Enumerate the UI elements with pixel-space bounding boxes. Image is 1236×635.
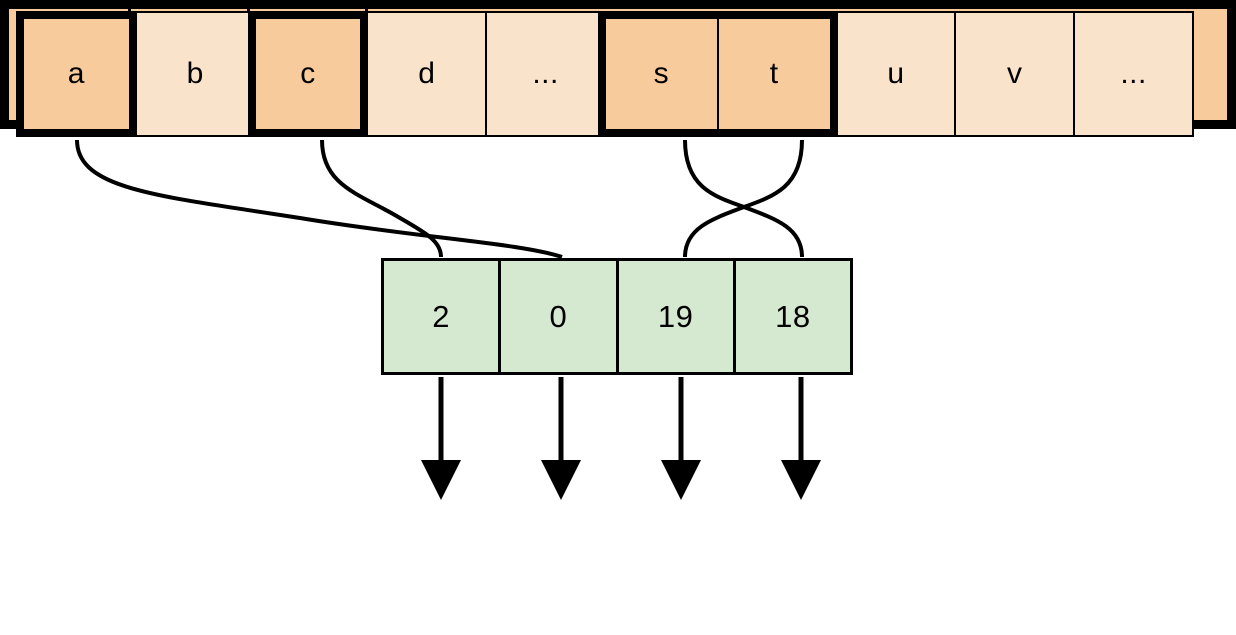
alphabet-cell-s[interactable]: s [597, 11, 719, 137]
alphabet-cell-u[interactable]: u [835, 11, 957, 137]
index-cell-1[interactable]: 0 [498, 258, 619, 375]
alphabet-strip: a b c d ... s t u v ... [16, 11, 1194, 137]
link-t-to-index-19 [683, 139, 804, 258]
index-cell-0[interactable]: 2 [381, 258, 502, 375]
alphabet-cell-c[interactable]: c [247, 11, 369, 137]
index-cell-3[interactable]: 18 [732, 258, 853, 375]
index-cell-2[interactable]: 19 [615, 258, 736, 375]
alphabet-cell-d[interactable]: d [366, 11, 488, 137]
alphabet-cell-b[interactable]: b [134, 11, 256, 137]
index-array: 2 0 19 18 [381, 258, 853, 375]
alphabet-cell-ellipsis-2: ... [1073, 11, 1194, 137]
alphabet-cell-t[interactable]: t [716, 11, 838, 137]
alphabet-cell-v[interactable]: v [954, 11, 1076, 137]
link-s-to-index-18 [683, 139, 804, 258]
link-c-to-index-2 [320, 139, 443, 258]
alphabet-cell-a[interactable]: a [16, 11, 137, 137]
link-a-to-index-0 [75, 139, 563, 259]
alphabet-cell-ellipsis-1: ... [485, 11, 606, 137]
